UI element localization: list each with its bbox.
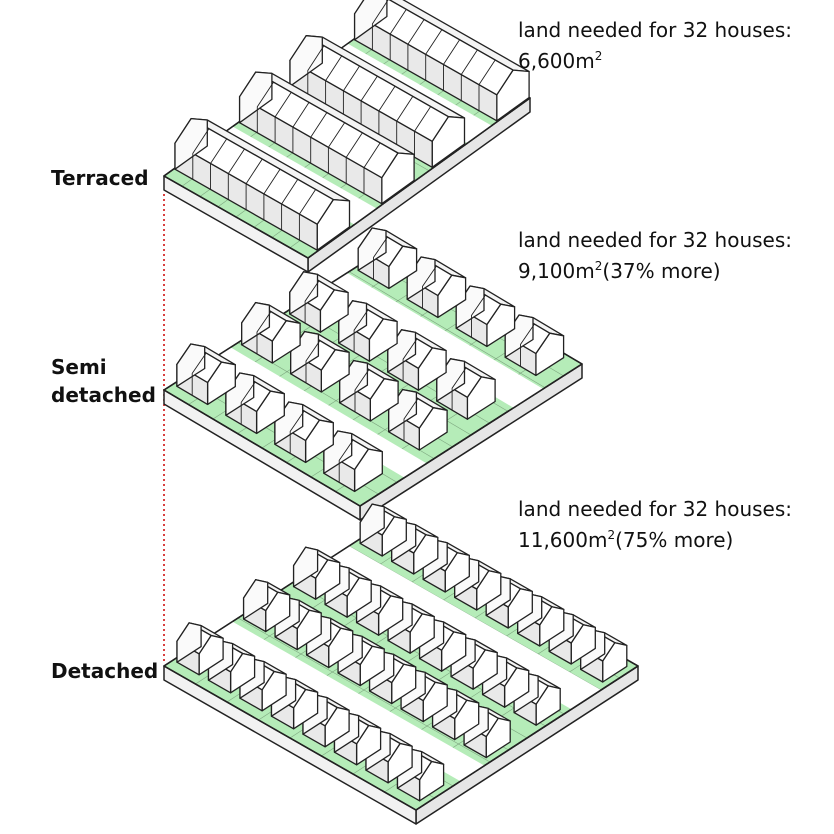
terraced-house-row	[174, 117, 351, 251]
detached-plot	[163, 503, 639, 825]
area-value-row: 6,600m2	[518, 46, 792, 77]
detached-house	[242, 579, 291, 633]
area-percent: (37% more)	[602, 259, 721, 283]
area-unit-sup: 2	[607, 528, 616, 542]
detached-house	[292, 546, 341, 600]
area-note-detached: land needed for 32 houses: 11,600m2(75% …	[518, 494, 792, 556]
area-value: 9,100m	[518, 259, 595, 283]
detached-house	[359, 503, 407, 557]
semi-detached-house-pair	[225, 372, 285, 435]
terraced-house-row	[238, 71, 415, 205]
area-unit-sup: 2	[594, 259, 603, 273]
terraced-house-row	[353, 0, 530, 122]
area-value-row: 11,600m2(75% more)	[518, 525, 792, 556]
area-line: land needed for 32 houses:	[518, 18, 793, 42]
area-percent: (75% more)	[615, 528, 734, 552]
plot-grid-line	[237, 617, 491, 763]
semi-detached-house-pair	[406, 256, 467, 319]
area-unit-sup: 2	[594, 49, 603, 63]
area-value: 6,600m	[518, 49, 595, 73]
area-value-row: 9,100m2(37% more)	[518, 256, 792, 287]
area-note-semi-detached: land needed for 32 houses: 9,100m2(37% m…	[518, 225, 792, 287]
area-value: 11,600m	[518, 528, 608, 552]
label-semi-line2: detached	[51, 383, 156, 407]
area-note-terraced: land needed for 32 houses: 6,600m2	[518, 15, 792, 77]
semi-detached-plot	[163, 227, 583, 521]
detached-house	[176, 622, 224, 676]
label-terraced: Terraced	[51, 166, 149, 190]
semi-detached-house-pair	[241, 301, 301, 364]
detached-house	[365, 730, 413, 784]
area-line: land needed for 32 houses:	[518, 228, 793, 252]
detached-house	[391, 521, 439, 575]
semi-detached-house-pair	[289, 271, 349, 333]
terraced-house-row	[289, 35, 466, 168]
road	[319, 546, 601, 710]
semi-detached-house-pair	[338, 300, 398, 362]
label-semi-detached: Semi detached	[51, 353, 156, 409]
plot-grid-line	[348, 271, 546, 388]
semi-detached-house-pair	[339, 359, 399, 422]
area-line: land needed for 32 houses:	[518, 497, 793, 521]
label-detached: Detached	[51, 659, 159, 683]
semi-detached-house-pair	[274, 401, 334, 464]
terraced-plot	[163, 0, 531, 273]
semi-detached-house-pair	[176, 343, 236, 406]
semi-detached-house-pair	[323, 430, 383, 493]
road	[208, 621, 485, 782]
label-semi-line1: Semi	[51, 355, 107, 379]
semi-detached-house-pair	[357, 227, 418, 290]
